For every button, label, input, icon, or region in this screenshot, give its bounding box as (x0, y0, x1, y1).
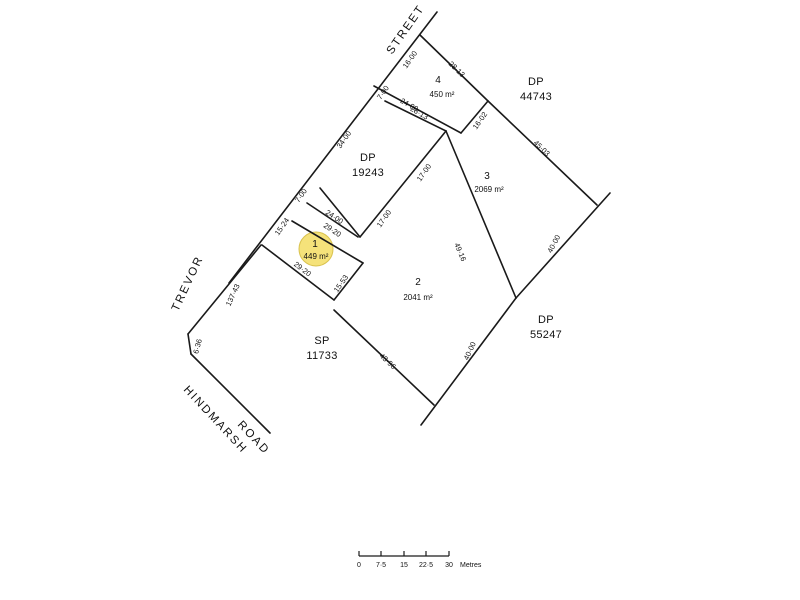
sp-11733-prefix: SP (314, 335, 329, 347)
lot2-bottom-line (333, 309, 435, 406)
dp-19243-number: 19243 (352, 167, 384, 179)
lot4-area: 450 m² (430, 90, 455, 99)
dp19243-bottom-line (319, 187, 361, 238)
scale-label-0: 0 (357, 562, 361, 569)
street-frontage-line (228, 11, 438, 284)
lot1-right-line (333, 262, 364, 301)
dim-lot4-street: 16·00 (401, 49, 419, 70)
dim-lot1-access-width: 7·00 (293, 187, 309, 204)
dim-dp19243-left: 34·00 (335, 129, 353, 150)
lot3-number: 3 (484, 171, 490, 182)
lot1-area: 449 m² (304, 252, 329, 261)
lot1-top-line (291, 220, 364, 264)
lot2-lot3-line (445, 130, 517, 299)
lot1-number: 1 (312, 239, 318, 250)
sp-11733-number: 11733 (306, 350, 337, 362)
dp-19243-prefix: DP (360, 152, 376, 164)
dp-44743-number: 44743 (520, 91, 552, 103)
lot4-bottom-line (373, 85, 462, 134)
scale-bar: 0 7·5 15 22·5 30 Metres (357, 551, 482, 569)
dim-lot1-left: 15·24 (273, 216, 291, 237)
lot2-area: 2041 m² (403, 293, 433, 302)
lot1-bottom-line (261, 244, 335, 301)
dim-lot2-left: 17·00 (375, 208, 393, 229)
dim-lot4-right: 16·02 (471, 110, 489, 131)
lot3-area: 2069 m² (474, 185, 504, 194)
lot2-right-line (420, 297, 517, 426)
dim-lot4-access-width: 7·00 (375, 84, 391, 101)
dp-44743-prefix: DP (528, 76, 544, 88)
access-line-upper (384, 100, 447, 132)
scale-label-2: 15 (400, 562, 408, 569)
dim-lot4-top: 28·13 (447, 59, 467, 79)
lot4-number: 4 (435, 75, 441, 86)
scale-label-1: 7·5 (376, 562, 386, 569)
hindmarsh-frontage-line (190, 353, 271, 434)
scale-label-3: 22·5 (419, 562, 433, 569)
dim-lot3-bottom: 49·16 (452, 241, 468, 262)
scale-unit-label: Metres (460, 562, 482, 569)
dim-lot3-right: 40·00 (545, 233, 562, 254)
trevor-frontage-line (187, 244, 262, 335)
lot4-top-line (419, 34, 489, 102)
dimension-labels: 16·00 28·13 16·02 28·13 7·00 24·00 34·00… (191, 49, 562, 371)
dp19243-right-line (359, 130, 447, 238)
dp-55247-number: 55247 (530, 329, 562, 341)
street-road-label: STREET (385, 3, 428, 57)
lot3-right-line (515, 192, 611, 299)
lot2-number: 2 (415, 277, 421, 288)
trevor-road-label: TREVOR (170, 254, 206, 313)
hindmarsh-road-label: HINDMARSH (181, 384, 250, 456)
lot1-access-line (306, 202, 359, 238)
lot4-right-line (460, 100, 489, 134)
boundary-lines (187, 11, 611, 434)
dim-lot3-top-right: 45·03 (532, 138, 552, 158)
dp-55247-prefix: DP (538, 314, 554, 326)
scale-label-4: 30 (445, 562, 453, 569)
corner-truncation-line (187, 333, 192, 355)
dim-corner-truncation: 6·36 (191, 338, 204, 355)
lot3-top-right-line (487, 100, 598, 206)
